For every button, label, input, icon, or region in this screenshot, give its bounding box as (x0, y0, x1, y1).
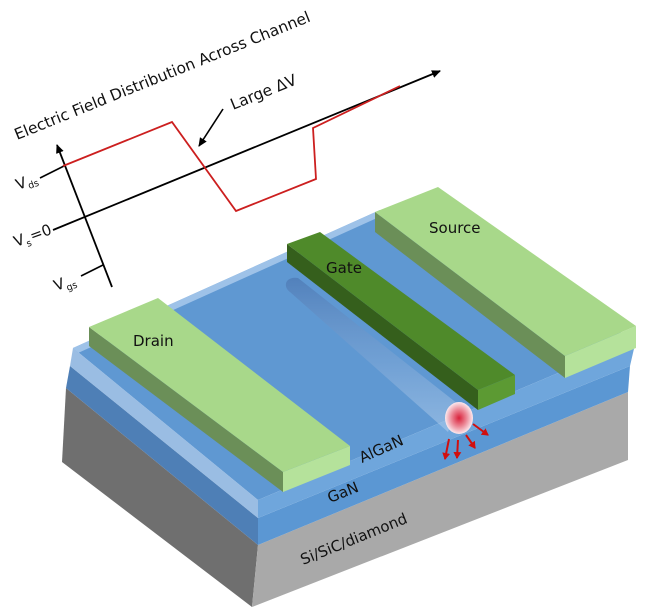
vgs-label: V gs (51, 274, 79, 295)
drain-top-face (89, 298, 350, 472)
hotspot-icon (445, 402, 473, 434)
annotation-large-dv: Large ΔV (228, 71, 300, 114)
vgs-tick (80, 264, 104, 277)
substrate-left-face (62, 388, 258, 607)
heat-arrow-icon (465, 434, 476, 449)
source-side-face (375, 212, 565, 378)
gan-left-face (66, 366, 258, 545)
gate-top-face (287, 232, 515, 390)
heat-arrows (442, 423, 489, 460)
gate-label: Gate (326, 259, 362, 277)
vs-label: V s =0 (11, 220, 54, 250)
vertical-axis (56, 144, 113, 288)
vs-label-suffix: =0 (27, 220, 54, 244)
gate-side-face (287, 244, 478, 410)
heat-arrow-icon (453, 439, 462, 459)
channel-tube (285, 277, 458, 432)
annotation-arrow (198, 108, 224, 147)
heat-arrow-icon (472, 423, 489, 436)
source-top-face (375, 187, 636, 356)
drain-front-face (283, 446, 350, 492)
drain-label: Drain (133, 332, 174, 350)
algan-left-face (70, 348, 258, 518)
vds-label-sub: ds (27, 178, 41, 192)
vs-label-sub: s (25, 238, 33, 250)
device: Drain Gate Source AlGaN GaN Si/SiC/diamo… (62, 187, 636, 607)
vds-label: V ds (13, 173, 41, 194)
source-label: Source (429, 219, 481, 237)
heat-arrow-icon (442, 438, 451, 460)
gate-front-face (478, 375, 515, 410)
field-curve (62, 85, 401, 213)
vds-tick (39, 165, 65, 179)
source-front-face (565, 326, 636, 378)
substrate-front-face (252, 392, 628, 607)
vgs-label-sub: gs (65, 280, 79, 294)
plot-title: Electric Field Distribution Across Chann… (12, 8, 313, 144)
drain-side-face (89, 327, 283, 492)
